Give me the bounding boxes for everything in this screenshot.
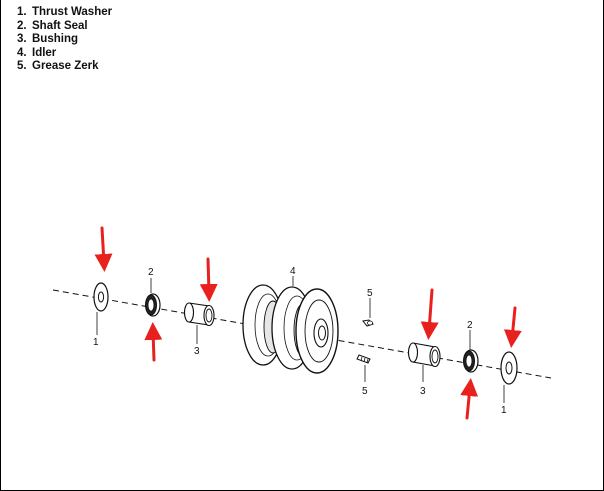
red-arrow-washer-left-icon	[94, 226, 113, 272]
grease-zerk-bottom	[356, 354, 371, 364]
callout-shaft-seal-left: 2	[148, 267, 154, 278]
callout-shaft-seal-right: 2	[467, 320, 473, 331]
red-arrow-washer-right-icon	[503, 306, 522, 348]
legend-item-bushing: 3.Bushing	[17, 33, 78, 46]
shaft-seal-left	[145, 293, 161, 317]
parts-legend: 1.Thrust Washer 2.Shaft Seal 3.Bushing 4…	[17, 6, 112, 74]
callout-thrust-washer-left: 1	[93, 337, 99, 348]
callout-thrust-washer-right: 1	[501, 405, 507, 416]
bushing-left	[183, 302, 215, 327]
red-arrow-bushing-right-icon	[420, 288, 439, 340]
legend-item-grease-zerk: 5.Grease Zerk	[17, 60, 99, 73]
thrust-washer-right	[500, 351, 518, 385]
legend-item-shaft-seal: 2.Shaft Seal	[17, 19, 88, 32]
indicator-arrows	[94, 226, 522, 420]
callout-grease-zerk-bottom: 5	[362, 386, 368, 397]
leader-lines	[96, 276, 505, 403]
callout-bushing-right: 3	[420, 386, 426, 397]
idler	[242, 284, 339, 374]
callout-idler: 4	[290, 266, 296, 277]
legend-item-thrust-washer: 1.Thrust Washer	[17, 6, 113, 18]
red-arrow-bushing-left-icon	[199, 257, 218, 302]
grease-zerk-top	[362, 319, 374, 327]
thrust-washer-left	[93, 282, 109, 312]
callout-bushing-left: 3	[194, 346, 200, 357]
red-arrow-seal-right-icon	[460, 378, 479, 420]
red-arrow-seal-left-icon	[144, 322, 163, 362]
bushing-right	[407, 342, 441, 368]
shaft-seal-right	[463, 349, 479, 373]
legend-item-idler: 4.Idler	[17, 46, 57, 59]
callout-grease-zerk-top: 5	[367, 288, 373, 299]
